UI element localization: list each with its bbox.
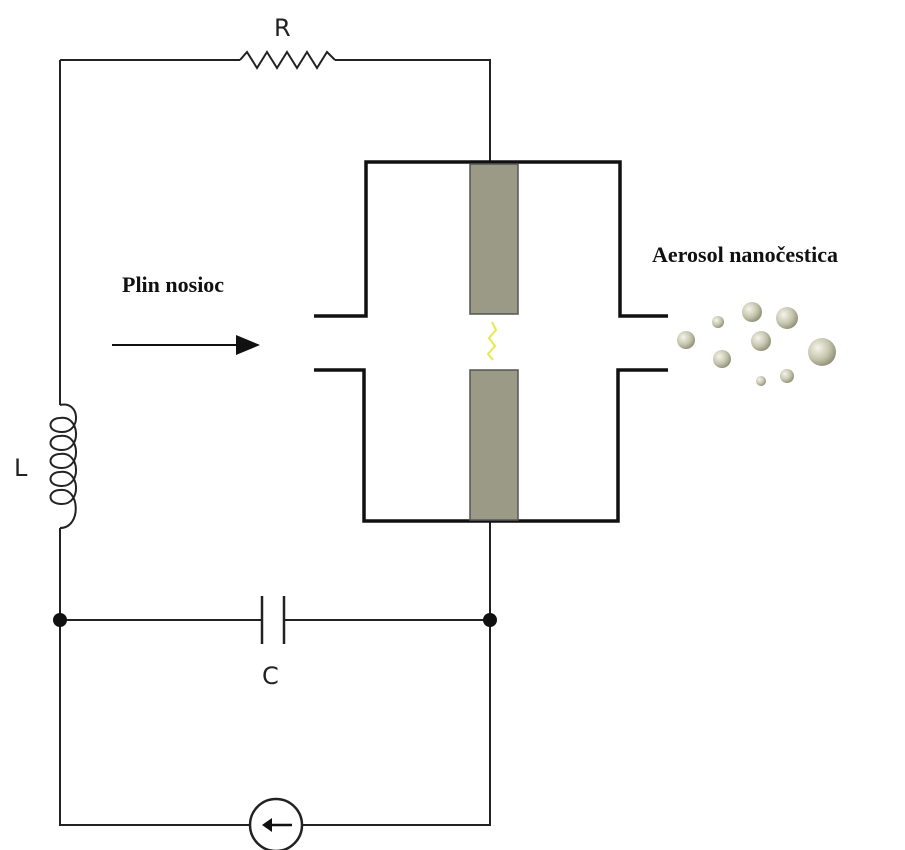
capacitor-label: C bbox=[262, 662, 279, 690]
inductor-label: L bbox=[14, 454, 28, 482]
left-wire-lower bbox=[59, 528, 250, 826]
aerosol-label: Aerosol nanočestica bbox=[652, 242, 838, 267]
particle bbox=[808, 338, 836, 366]
carrier-gas-label: Plin nosioc bbox=[122, 272, 224, 297]
resistor-symbol bbox=[239, 50, 336, 70]
upper-electrode bbox=[469, 163, 519, 315]
particle bbox=[713, 350, 731, 368]
particle bbox=[780, 369, 794, 383]
junction-node-left bbox=[53, 613, 67, 627]
spark-icon bbox=[486, 321, 498, 361]
particle bbox=[712, 316, 724, 328]
chamber-upper-wall bbox=[314, 160, 668, 318]
inductor-coil bbox=[49, 403, 77, 529]
right-wire-lower bbox=[302, 520, 491, 826]
resistor-label: R bbox=[274, 14, 291, 42]
lower-electrode bbox=[469, 369, 519, 521]
aerosol-particles bbox=[677, 302, 836, 386]
top-wire-right bbox=[335, 59, 491, 162]
particle bbox=[742, 302, 762, 322]
junction-node-right bbox=[483, 613, 497, 627]
particle bbox=[776, 307, 798, 329]
particle bbox=[751, 331, 771, 351]
particle bbox=[677, 331, 695, 349]
chamber-lower-wall bbox=[314, 368, 668, 523]
particle bbox=[756, 376, 766, 386]
current-source-arrow-icon bbox=[262, 818, 272, 832]
current-source bbox=[248, 797, 304, 850]
